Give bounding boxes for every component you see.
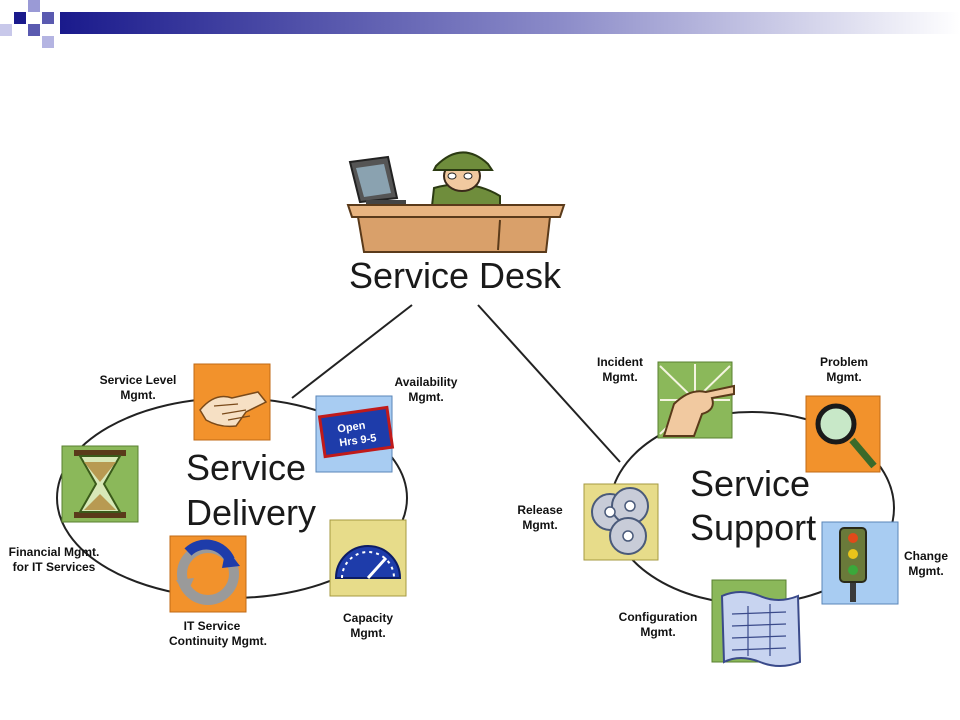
capacity-mgmt-label: Capacity: [343, 611, 393, 625]
banner-square: [42, 12, 54, 24]
change-mgmt-label: Change: [904, 549, 948, 563]
configuration-mgmt-label: Configuration: [619, 610, 698, 624]
banner-square: [0, 24, 12, 36]
financial-mgmt-label: Financial Mgmt.: [9, 545, 100, 559]
capacity-mgmt-label: Mgmt.: [350, 626, 385, 640]
service-delivery-title: Delivery: [186, 492, 316, 533]
open-sign-text: Hrs 9-5: [339, 432, 378, 449]
banner-square: [42, 36, 54, 48]
financial-mgmt-label: for IT Services: [13, 560, 96, 574]
hourglass-icon: [61, 445, 139, 523]
open-sign-icon: Open Hrs 9-5: [315, 395, 395, 473]
incident-mgmt-label: Mgmt.: [602, 370, 637, 384]
it-service-continuity-label: Continuity Mgmt.: [169, 634, 267, 648]
service-support-title: Service: [690, 463, 810, 504]
cycle-arrows-icon: [169, 535, 247, 613]
magnifier-icon: [805, 395, 881, 473]
problem-mgmt-label: Mgmt.: [826, 370, 861, 384]
handshake-icon: [193, 363, 271, 441]
availability-mgmt-label: Availability: [395, 375, 458, 389]
traffic-light-icon: [821, 521, 899, 605]
service-desk-icon: [346, 151, 566, 253]
release-mgmt-label: Mgmt.: [522, 518, 557, 532]
banner-square: [14, 12, 26, 24]
service-support-title: Support: [690, 507, 816, 548]
problem-mgmt-label: Problem: [820, 355, 868, 369]
slide-header-banner: [0, 0, 960, 48]
service-delivery-title: Service: [186, 447, 306, 488]
open-sign-text: Open: [337, 420, 367, 436]
banner-gradient-bar: [60, 12, 960, 34]
service-desk-title: Service Desk: [349, 255, 562, 296]
banner-square: [28, 0, 40, 12]
incident-mgmt-label: Incident: [597, 355, 643, 369]
discs-icon: [583, 483, 659, 561]
blueprint-icon: [711, 579, 802, 667]
connector-line: [291, 304, 413, 399]
availability-mgmt-label: Mgmt.: [408, 390, 443, 404]
service-level-mgmt-label: Service Level: [100, 373, 177, 387]
pointing-hand-icon: [657, 361, 735, 439]
banner-square: [28, 24, 40, 36]
gauge-icon: [329, 519, 407, 597]
configuration-mgmt-label: Mgmt.: [640, 625, 675, 639]
service-level-mgmt-label: Mgmt.: [120, 388, 155, 402]
release-mgmt-label: Release: [517, 503, 563, 517]
connector-line: [477, 304, 621, 463]
it-service-continuity-label: IT Service: [184, 619, 241, 633]
change-mgmt-label: Mgmt.: [908, 564, 943, 578]
